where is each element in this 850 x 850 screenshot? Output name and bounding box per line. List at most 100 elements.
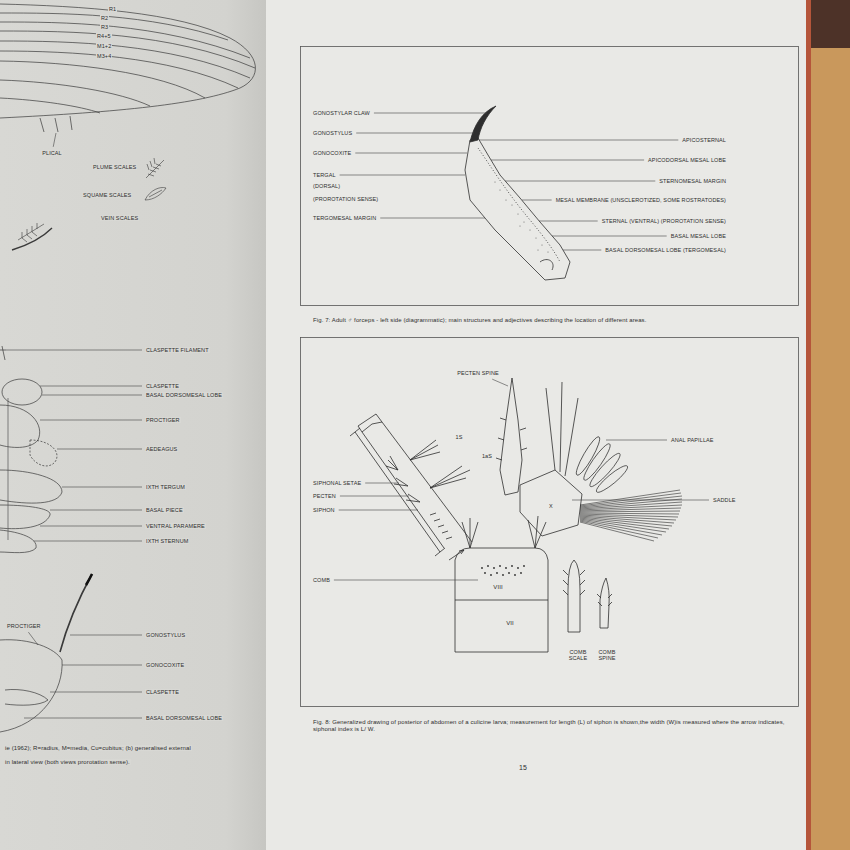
part-label: STERNOMESAL MARGIN [658, 178, 727, 184]
leader-line [53, 133, 56, 147]
part-label: GONOSTYLUS [312, 130, 353, 136]
anal-papillae [573, 435, 630, 496]
leader-line [62, 487, 142, 488]
vein-label: M3+4 [96, 53, 112, 59]
book-cover-edge [806, 0, 850, 850]
leader-line [505, 181, 655, 182]
leader-line [552, 236, 667, 237]
part-label: BASAL DORSOMESAL LOBE [145, 392, 223, 398]
part-label: GONOCOXITE [312, 150, 352, 156]
segment-number: VIII [492, 584, 503, 591]
part-label: CLASPETTE FILAMENT [145, 347, 210, 353]
part-label: COMB SCALE [564, 649, 592, 662]
figure-frame [301, 47, 799, 306]
leader-line [6, 350, 142, 351]
position-label: (DORSAL) [312, 183, 341, 189]
vein-label: M1+2 [96, 43, 112, 49]
part-label: PLICAL [41, 150, 63, 156]
cover-dark-corner [811, 0, 850, 48]
figure-caption: Fig. 8: Generalized drawing of posterior… [312, 719, 800, 733]
leader-line [365, 483, 399, 484]
scale-icons [12, 158, 166, 250]
vein-label: R2 [100, 15, 109, 21]
larva-drawing [350, 378, 612, 652]
segment-number: X [548, 503, 554, 509]
leader-line [572, 500, 709, 501]
leader-line [563, 250, 601, 251]
leader-line [380, 218, 485, 219]
part-label: MESAL MEMBRANE (UNSCLEROTIZED, SOME ROST… [555, 197, 727, 203]
forceps-drawing [465, 106, 570, 280]
part-label: COMB SPINE [593, 649, 621, 662]
part-label: APICODORSAL MESAL LOBE [647, 157, 727, 163]
part-label: TERGOMESAL MARGIN [312, 215, 377, 221]
figure-frame [301, 338, 799, 707]
part-label: SIPHONAL SETAE [312, 480, 362, 486]
leader-line [34, 541, 142, 542]
leader-line [62, 665, 142, 666]
position-label: (PROROTATION SENSE) [312, 196, 379, 202]
part-label: SIPHON [312, 507, 336, 513]
part-label: GONOSTYLUS [145, 632, 186, 638]
leader-line [40, 420, 142, 421]
figure-caption: in lateral view (both views prorotation … [4, 759, 131, 766]
part-label: CLASPETTE [145, 689, 180, 695]
part-label: BASAL DORSOMESAL LOBE (TERGOMESAL) [604, 247, 727, 253]
wing-drawing [0, 4, 255, 132]
vein-label: R4+5 [96, 33, 112, 39]
part-label: AEDEAGUS [145, 446, 178, 452]
cover-red-edge [806, 0, 811, 850]
leader-line [42, 395, 142, 396]
position-label: STERNAL (VENTRAL) (PROROTATION SENSE) [601, 218, 727, 224]
part-label: PECTEN SPINE [456, 370, 500, 376]
part-label: ANAL PAPILLAE [670, 437, 715, 443]
part-label: APICOSTERNAL [681, 137, 727, 143]
part-label: IXTH STERNUM [145, 538, 189, 544]
leader-line [355, 153, 467, 154]
part-label: BASAL PIECE [145, 507, 184, 513]
leader-line [57, 449, 142, 450]
leader-line [40, 526, 142, 527]
leader-line [70, 635, 142, 636]
forceps-stipple [495, 182, 549, 253]
part-label: GONOCOXITE [145, 662, 185, 668]
vein-label: R3 [100, 24, 109, 30]
leader-line [539, 221, 598, 222]
comb-scales [481, 565, 525, 576]
ventral-brush [580, 490, 682, 541]
leader-line [374, 113, 487, 114]
figure-caption: ie (1962); R=radius, M=media, Cu=cubitus… [4, 745, 192, 752]
part-label: CLASPETTE [145, 383, 180, 389]
leader-line [334, 580, 478, 581]
leader-line [50, 510, 142, 511]
leader-line [24, 718, 142, 719]
leader-line [339, 510, 418, 511]
leader-line [340, 175, 465, 176]
figure-caption: Fig. 7: Adult ♂ forceps - left side (dia… [312, 317, 798, 324]
left-page [0, 0, 266, 850]
part-label: VEIN SCALES [100, 215, 139, 221]
part-label: GONOSTYLAR CLAW [312, 110, 371, 116]
part-label: PROCTIGER [6, 623, 42, 629]
leader-line [606, 440, 667, 441]
leader-line [40, 386, 142, 387]
part-label: PROCTIGER [145, 417, 181, 423]
part-label: BASAL DORSOMESAL LOBE [145, 715, 223, 721]
part-label: PLUME SCALES [92, 164, 137, 170]
seta-label: 1S [455, 434, 464, 440]
segment-number: VII [505, 620, 515, 627]
leader-line [50, 692, 142, 693]
leader-line [356, 133, 474, 134]
vein-label: R1 [108, 6, 117, 12]
leader-line [340, 496, 409, 497]
part-label: COMB [312, 577, 331, 583]
genitalia-drawing [0, 346, 62, 553]
leader-line [479, 140, 678, 141]
page-number: 15 [518, 764, 528, 772]
part-label: VENTRAL PARAMERE [145, 523, 206, 529]
part-label: PECTEN [312, 493, 337, 499]
leader-line [28, 632, 38, 645]
gonostylus-drawing [0, 574, 92, 732]
leader-line [522, 200, 552, 201]
